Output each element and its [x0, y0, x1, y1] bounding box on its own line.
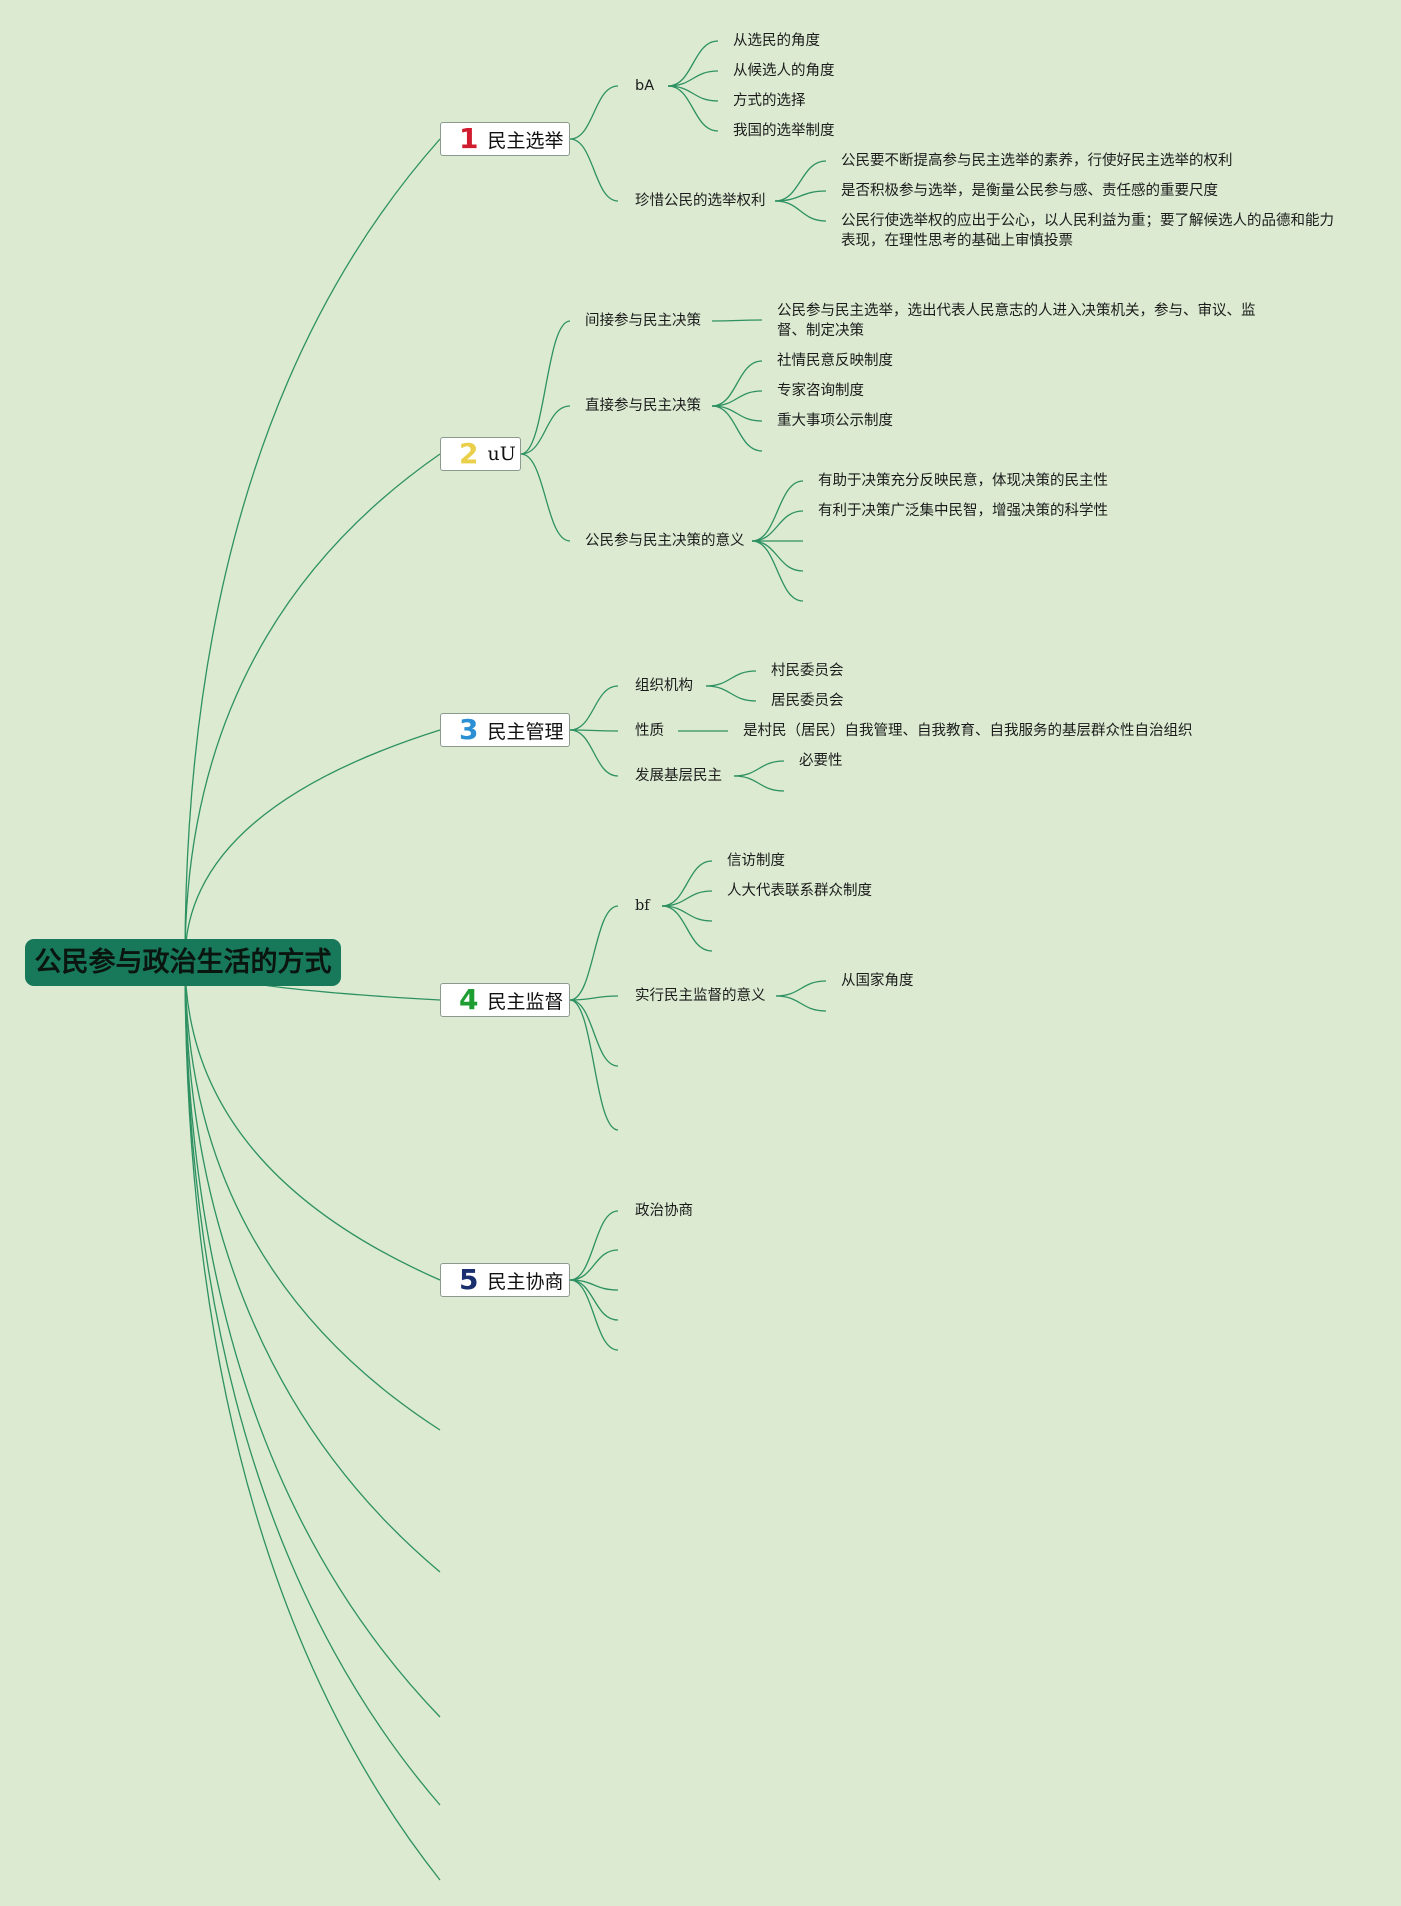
connector-22 — [711, 319, 763, 322]
branch-2-label: uU — [487, 443, 516, 465]
branch-4-sub-2-leaf-1[interactable]: 从国家角度 — [841, 973, 914, 989]
connector-28 — [751, 510, 804, 542]
connector-51 — [569, 1249, 619, 1281]
branch-3-sub-3[interactable]: 发展基层民主 — [635, 768, 722, 784]
branch-5-label: 民主协商 — [487, 1270, 564, 1293]
branch-4-sub-2[interactable]: 实行民主监督的意义 — [635, 988, 766, 1004]
connector-17 — [774, 190, 827, 202]
connector-18 — [774, 200, 827, 222]
branch-1-sub-2-leaf-1[interactable]: 公民要不断提高参与民主选举的素养，行使好民主选举的权利 — [841, 153, 1233, 169]
branch-1-sub-1-leaf-4[interactable]: 我国的选举制度 — [733, 123, 835, 139]
branch-3-sub-2-leaf-1[interactable]: 是村民（居民）自我管理、自我教育、自我服务的基层群众性自治组织 — [743, 723, 1193, 739]
connector-49 — [775, 995, 827, 1012]
root-connector-5 — [184, 959, 441, 1431]
branch-1-topic[interactable]: 1 民主选举 — [440, 122, 570, 156]
branch-2-sub-2[interactable]: 直接参与民主决策 — [585, 398, 701, 414]
connector-40 — [569, 905, 619, 1001]
branch-2-sub-3-leaf-2[interactable]: 有利于决策广泛集中民智，增强决策的科学性 — [818, 503, 1108, 519]
branch-2-sub-3-leaf-1[interactable]: 有助于决策充分反映民意，体现决策的民主性 — [818, 473, 1108, 489]
root-connector-4 — [184, 959, 441, 1281]
branch-3-sub-1-leaf-1[interactable]: 村民委员会 — [771, 663, 844, 679]
root-connector-0 — [184, 138, 441, 961]
connector-24 — [711, 390, 763, 407]
connector-23 — [711, 360, 763, 407]
branch-1-sub-1-leaf-3[interactable]: 方式的选择 — [733, 93, 806, 109]
connector-43 — [569, 999, 619, 1131]
connector-34 — [569, 729, 619, 777]
connector-35 — [705, 670, 757, 687]
connector-42 — [569, 999, 619, 1067]
branch-1-sub-1[interactable]: bA — [635, 78, 655, 94]
branch-4-label: 民主监督 — [487, 990, 564, 1013]
branch-2-sub-1-leaf-1[interactable]: 公民参与民主选举，选出代表人民意志的人进入决策机关，参与、审议、监督、制定决策 — [777, 303, 1256, 339]
branch-2-sub-2-leaf-1[interactable]: 社情民意反映制度 — [777, 353, 893, 369]
connector-13 — [667, 70, 719, 87]
branch-3-topic[interactable]: 3 民主管理 — [440, 713, 570, 747]
branch-1-label: 民主选举 — [487, 129, 564, 152]
connector-33 — [569, 729, 619, 732]
branch-2-sub-1[interactable]: 间接参与民主决策 — [585, 313, 701, 329]
branch-4-sub-1[interactable]: bf — [635, 898, 650, 914]
branch-5-number: 5 — [459, 1263, 479, 1296]
branch-4-sub-1-leaf-1[interactable]: 信访制度 — [727, 853, 785, 869]
branch-2-sub-2-leaf-2[interactable]: 专家咨询制度 — [777, 383, 864, 399]
branch-3-number: 3 — [459, 713, 479, 746]
connector-26 — [711, 405, 763, 452]
connector-38 — [733, 760, 785, 777]
branch-1-sub-2[interactable]: 珍惜公民的选举权利 — [635, 193, 766, 209]
branch-1-number: 1 — [459, 122, 479, 155]
root-connector-7 — [184, 959, 441, 1718]
branch-1-sub-1-leaf-2[interactable]: 从候选人的角度 — [733, 63, 835, 79]
branch-3-sub-3-leaf-1[interactable]: 必要性 — [799, 753, 843, 769]
connector-50 — [569, 1210, 619, 1281]
connector-48 — [775, 980, 827, 997]
connector-27 — [751, 480, 804, 542]
connector-36 — [705, 685, 757, 702]
branch-5-sub-1[interactable]: 政治协商 — [635, 1203, 693, 1219]
root-connector-2 — [184, 729, 441, 961]
root-connector-6 — [184, 959, 441, 1573]
connector-44 — [661, 860, 713, 907]
connector-20 — [520, 405, 571, 455]
branch-3-label: 民主管理 — [487, 720, 564, 743]
root-connector-9 — [184, 959, 441, 1881]
branch-1-sub-1-leaf-1[interactable]: 从选民的角度 — [733, 33, 820, 49]
branch-2-sub-2-leaf-3[interactable]: 重大事项公示制度 — [777, 413, 893, 429]
branch-2-sub-3[interactable]: 公民参与民主决策的意义 — [585, 533, 745, 549]
branch-4-number: 4 — [459, 983, 479, 1016]
connector-39 — [733, 775, 785, 792]
root-topic[interactable]: 公民参与政治生活的方式 — [25, 939, 341, 986]
branch-4-sub-1-leaf-2[interactable]: 人大代表联系群众制度 — [727, 883, 872, 899]
connector-32 — [569, 685, 619, 731]
connector-19 — [520, 320, 571, 455]
connector-11 — [569, 138, 619, 202]
connector-12 — [667, 40, 719, 87]
connector-31 — [751, 540, 804, 602]
connector-45 — [661, 890, 713, 907]
branch-2-topic[interactable]: 2 uU — [440, 437, 521, 471]
branch-3-sub-2[interactable]: 性质 — [635, 723, 664, 739]
branch-4-topic[interactable]: 4 民主监督 — [440, 983, 570, 1017]
connector-16 — [774, 160, 827, 202]
connector-41 — [569, 995, 619, 1001]
connector-21 — [520, 453, 571, 542]
branch-5-topic[interactable]: 5 民主协商 — [440, 1263, 570, 1297]
branch-3-sub-1-leaf-2[interactable]: 居民委员会 — [771, 693, 844, 709]
connector-53 — [569, 1279, 619, 1321]
connector-10 — [569, 85, 619, 140]
branch-1-sub-2-leaf-3[interactable]: 公民行使选举权的应出于公心，以人民利益为重；要了解候选人的品德和能力表现，在理性… — [841, 213, 1334, 249]
connector-30 — [751, 540, 804, 572]
root-connector-8 — [184, 959, 441, 1806]
connector-54 — [569, 1279, 619, 1351]
branch-3-sub-1[interactable]: 组织机构 — [635, 678, 693, 694]
connector-15 — [667, 85, 719, 132]
branch-2-number: 2 — [459, 437, 479, 470]
root-connector-1 — [184, 453, 441, 961]
connector-47 — [661, 905, 713, 952]
branch-1-sub-2-leaf-2[interactable]: 是否积极参与选举，是衡量公民参与感、责任感的重要尺度 — [841, 183, 1218, 199]
